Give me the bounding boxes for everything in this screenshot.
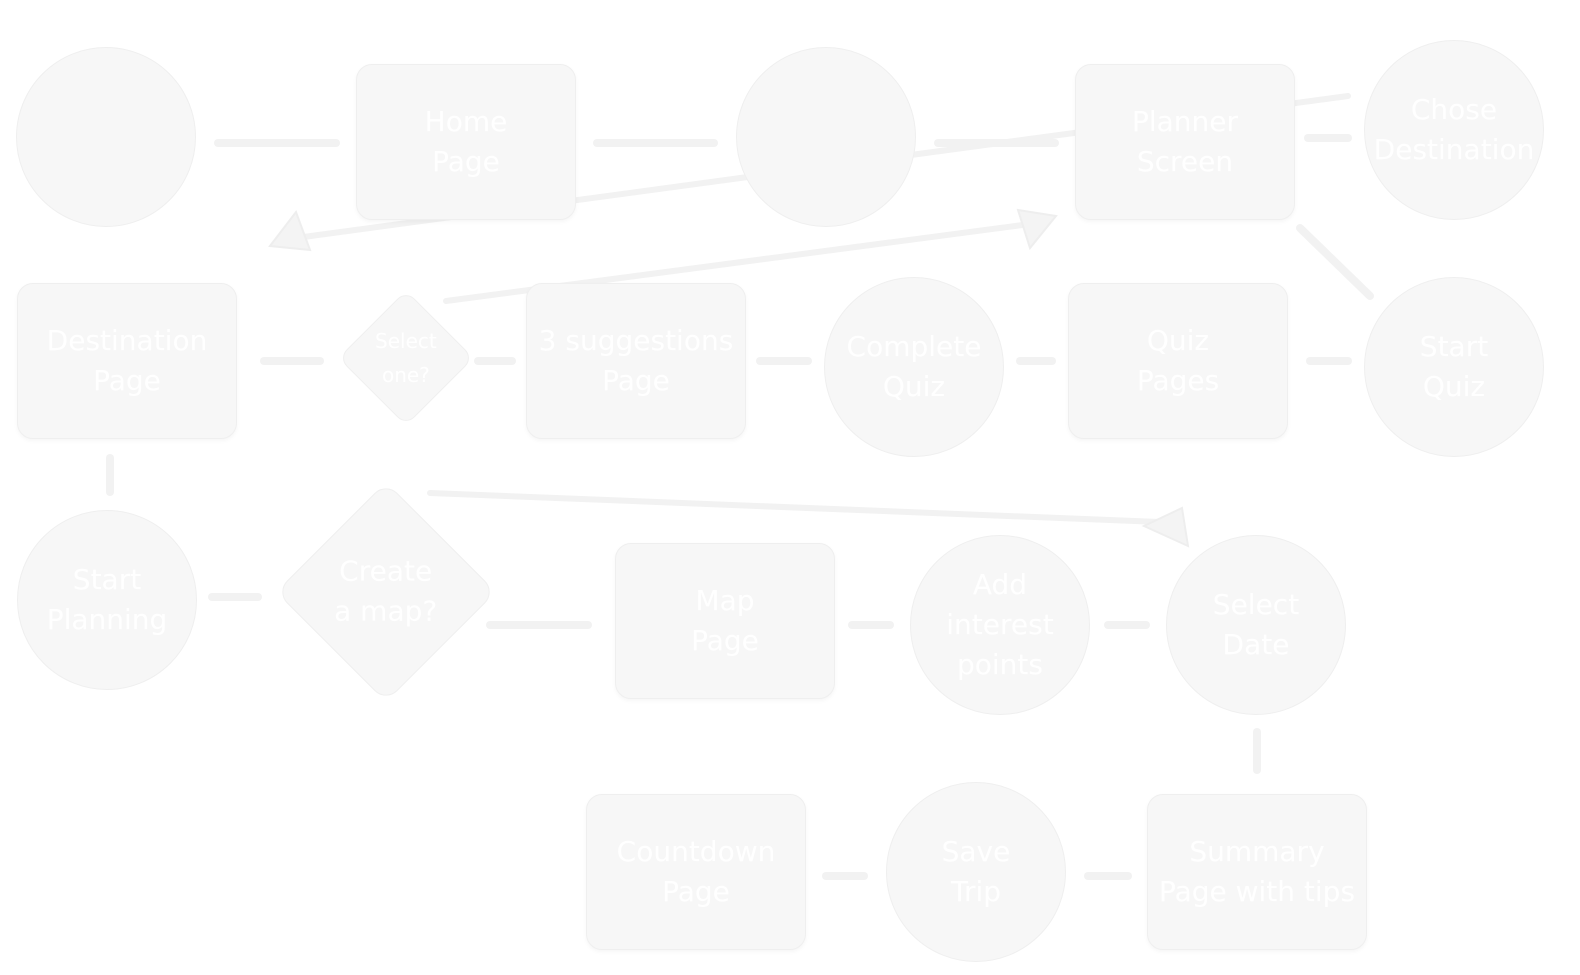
select-date-node: Select Date	[1166, 535, 1346, 715]
countdown-page-label: Countdown Page	[616, 835, 776, 908]
map-page-label: Map Page	[691, 584, 759, 657]
create-map-label: Create a map?	[334, 554, 438, 628]
login-node	[736, 47, 916, 227]
select-one-label: Select one?	[375, 328, 437, 387]
summary-page-label: Summary Page with tips	[1158, 835, 1356, 908]
complete-quiz-label: Complete Quiz	[846, 330, 982, 403]
select-date-label: Select Date	[1212, 588, 1300, 661]
destination-page-node: Destination Page	[17, 283, 237, 439]
chose-destination-label: Chose Destination	[1373, 93, 1535, 166]
quiz-pages-node: Quiz Pages	[1068, 283, 1288, 439]
planner-screen-node: Planner Screen	[1075, 64, 1295, 220]
arrowhead-planner	[1016, 208, 1058, 251]
suggestions-page-node: 3 suggestions Page	[526, 283, 746, 439]
start-planning-node: Start Planning	[17, 510, 197, 690]
map-page-node: Map Page	[615, 543, 835, 699]
destination-page-label: Destination Page	[46, 324, 208, 397]
chose-destination-node: Chose Destination	[1364, 40, 1544, 220]
complete-quiz-node: Complete Quiz	[824, 277, 1004, 457]
summary-page-node: Summary Page with tips	[1147, 794, 1367, 950]
quiz-pages-label: Quiz Pages	[1136, 324, 1220, 397]
start-quiz-label: Start Quiz	[1419, 330, 1489, 403]
save-trip-node: Save Trip	[886, 782, 1066, 962]
planner-screen-label: Planner Screen	[1131, 105, 1239, 178]
add-interest-points-node: Add interest points	[910, 535, 1090, 715]
suggestions-page-label: 3 suggestions Page	[538, 324, 734, 397]
start-planning-label: Start Planning	[46, 563, 168, 636]
arrowhead-destination	[268, 209, 312, 252]
save-trip-label: Save Trip	[941, 835, 1011, 908]
start-node	[16, 47, 196, 227]
arrowhead-date	[1141, 506, 1190, 548]
home-page-label: Home Page	[424, 105, 508, 178]
start-quiz-node: Start Quiz	[1364, 277, 1544, 457]
arrow-createmap-to-date	[427, 490, 1163, 525]
countdown-page-node: Countdown Page	[586, 794, 806, 950]
home-page-node: Home Page	[356, 64, 576, 220]
connector-planner-startquiz	[1296, 224, 1374, 300]
add-interest-points-label: Add interest points	[946, 568, 1054, 681]
